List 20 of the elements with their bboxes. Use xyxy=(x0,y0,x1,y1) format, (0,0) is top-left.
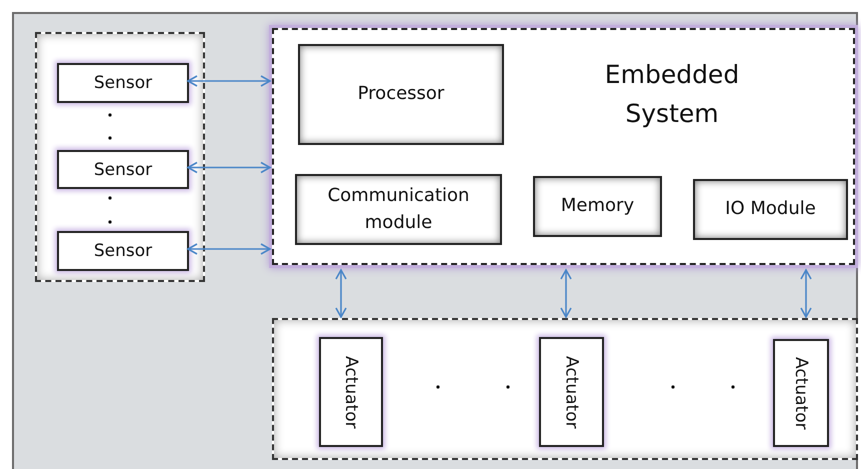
group-box xyxy=(35,32,205,282)
sensor-box: Sensor xyxy=(57,150,189,189)
double-arrow xyxy=(560,269,572,318)
module-box: IO Module xyxy=(693,179,848,240)
double-arrow xyxy=(187,243,271,255)
double-arrow xyxy=(187,75,271,87)
module-box: Communication module xyxy=(295,174,502,245)
sensor-box: Sensor xyxy=(57,63,189,103)
double-arrow xyxy=(335,269,347,318)
actuator-box: Actuator xyxy=(773,339,829,447)
system-box xyxy=(272,28,855,265)
sensor-box: Sensor xyxy=(57,231,189,271)
module-box: Memory xyxy=(533,176,662,237)
double-arrow xyxy=(800,269,812,318)
group-box xyxy=(272,318,858,460)
actuator-box: Actuator xyxy=(539,337,604,447)
actuator-box: Actuator xyxy=(319,337,383,447)
double-arrow xyxy=(187,162,271,174)
module-box: Processor xyxy=(298,44,504,145)
system-title: Embedded System xyxy=(604,59,740,130)
